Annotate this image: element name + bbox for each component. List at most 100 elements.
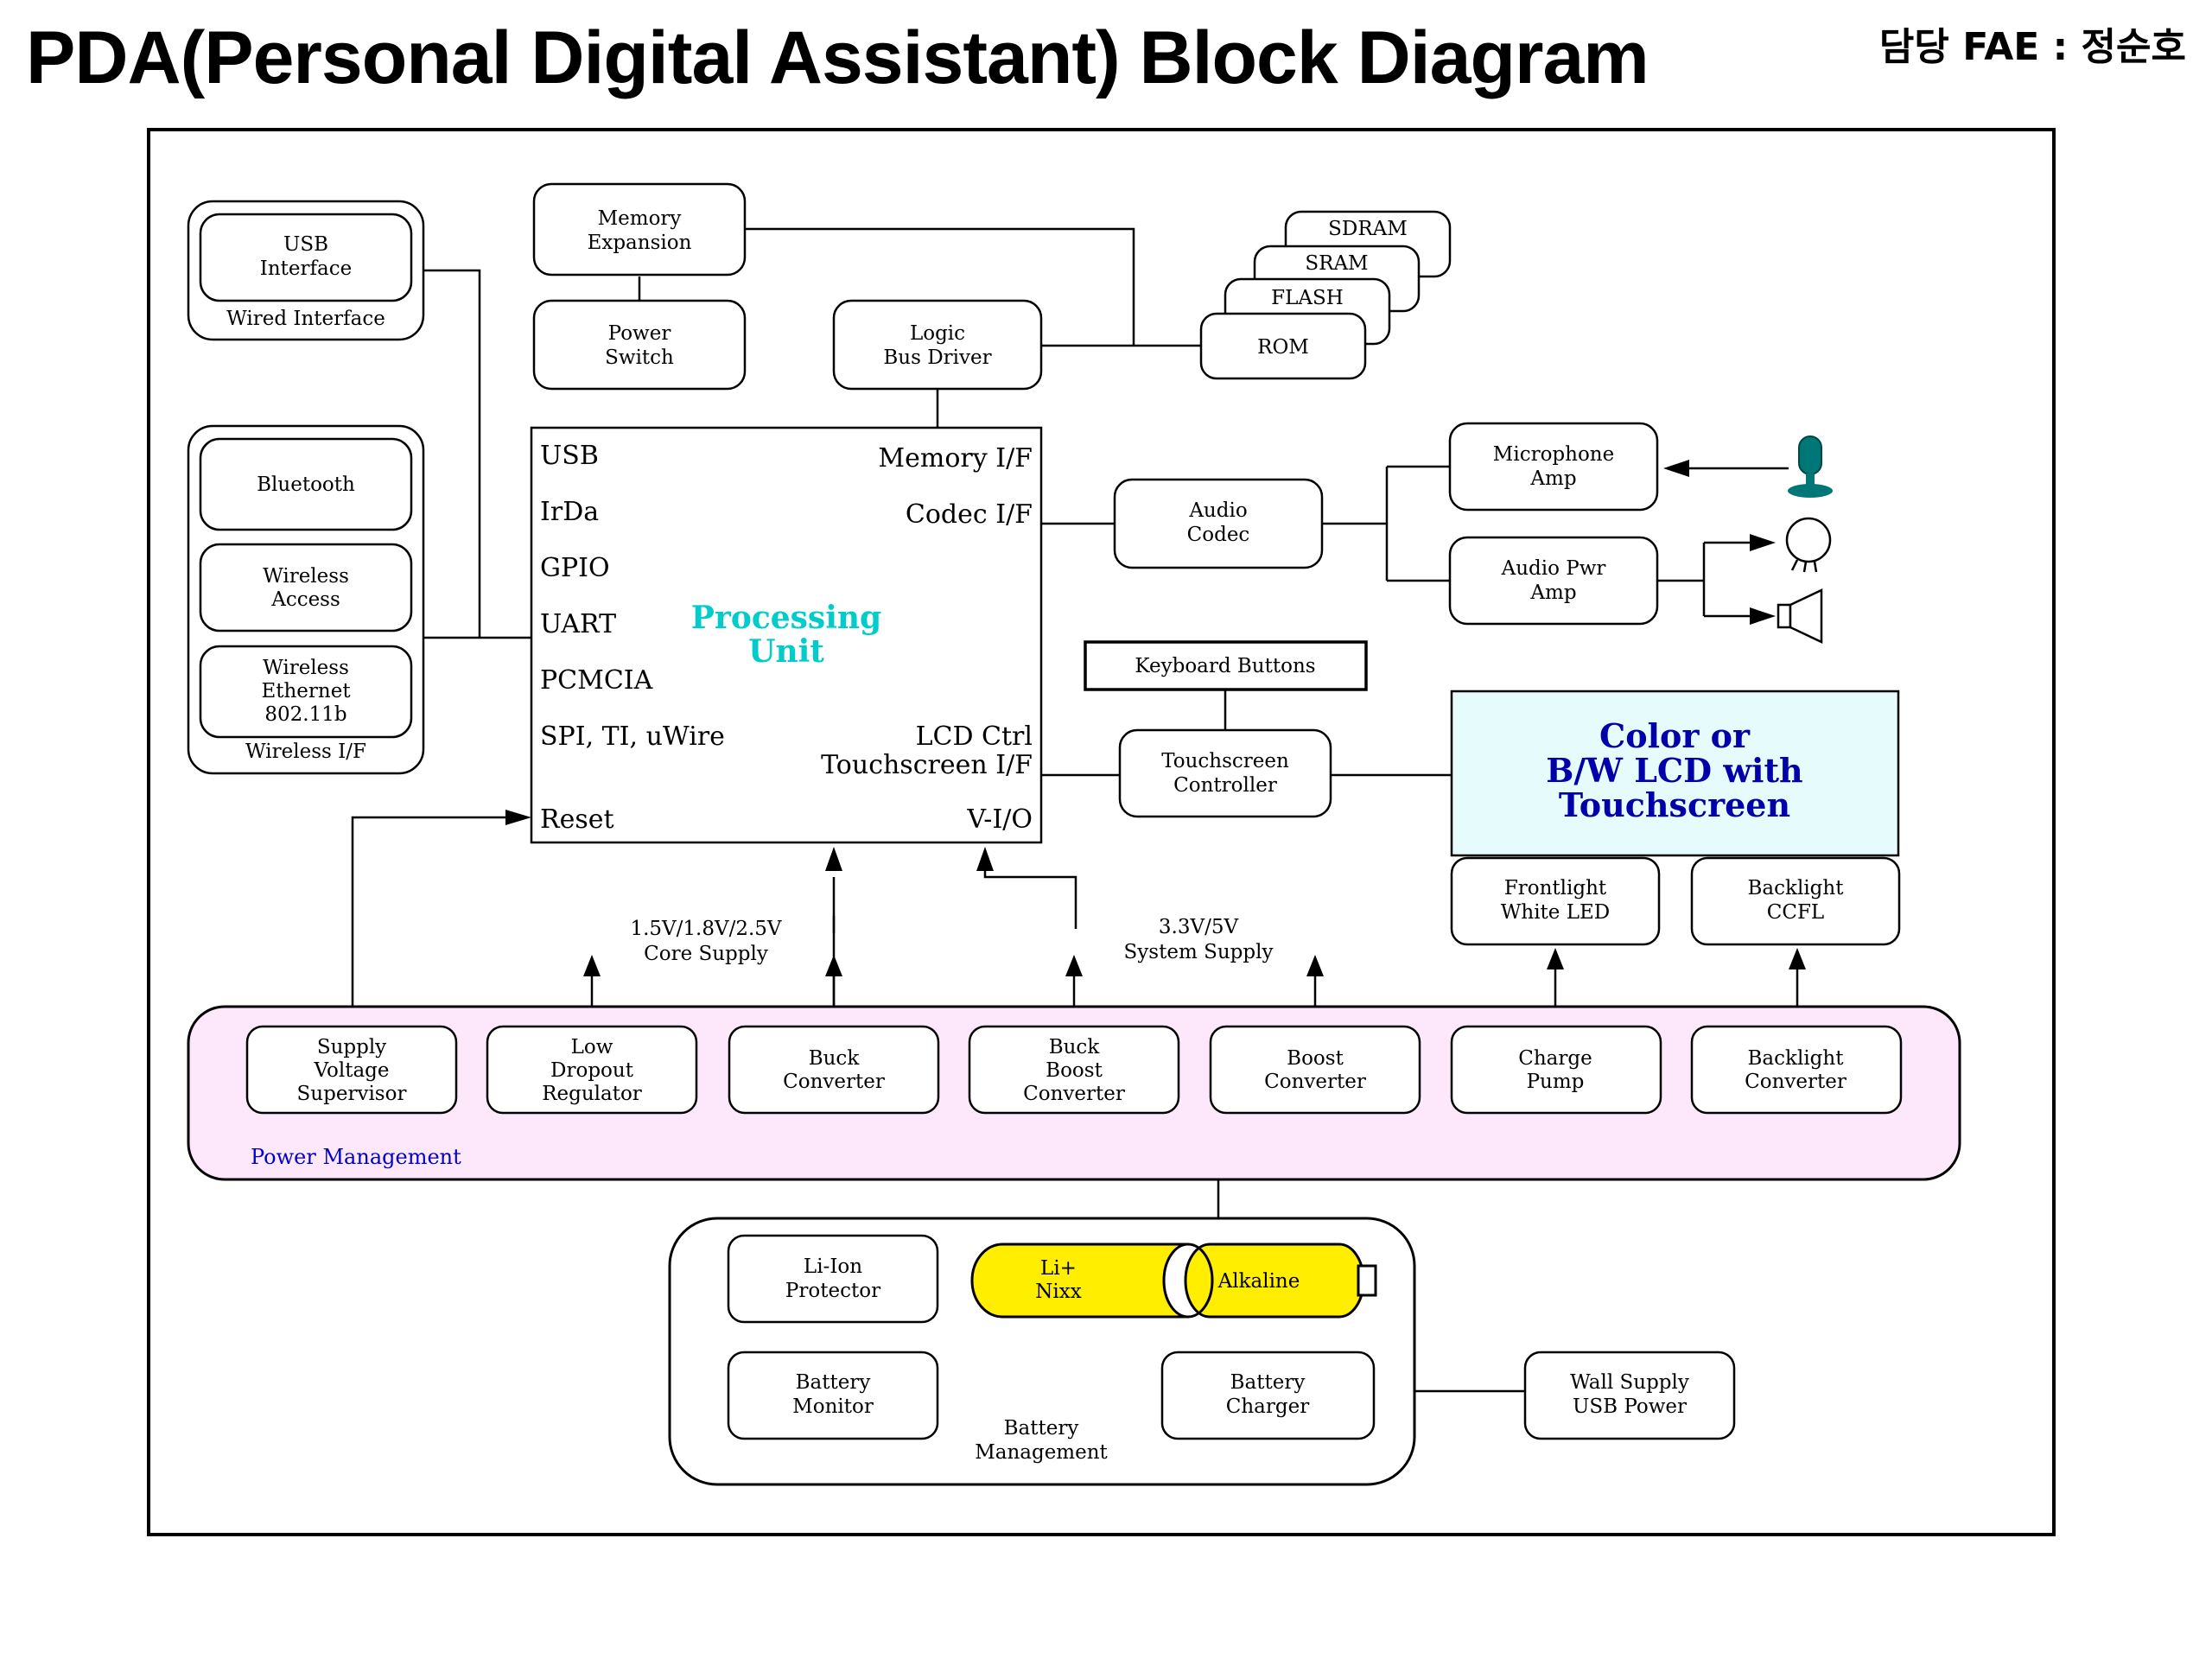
pm-block-6-line-2: Pump xyxy=(1527,1071,1585,1093)
memory-expansion-label-2: Expansion xyxy=(588,232,692,254)
backlight-converter-block xyxy=(1690,1025,1903,1115)
system-supply-label-1: 3.3V/5V xyxy=(1159,916,1239,938)
touchscreen-controller-block xyxy=(1118,728,1332,818)
wired-interface-group: USB Interface Wired Interface xyxy=(187,200,425,341)
frontlight-block xyxy=(1450,856,1661,946)
usb-interface-label-2: Interface xyxy=(260,257,352,280)
pin-pcmcia: PCMCIA xyxy=(540,665,653,696)
battery-cells-icon xyxy=(970,1243,1377,1319)
wireless-ethernet-label-1: Wireless xyxy=(263,657,349,679)
pin-gpio: GPIO xyxy=(540,553,610,583)
supply-voltage-supervisor-block xyxy=(245,1025,458,1115)
backlight-label-1: Backlight xyxy=(1748,877,1845,899)
processing-unit-label-1: Processing xyxy=(691,600,881,636)
li-cell-label-1: Li+ xyxy=(1040,1257,1077,1280)
wall-supply-label-1: Wall Supply xyxy=(1570,1371,1689,1394)
pm-block-5-line-2: Converter xyxy=(1264,1071,1366,1093)
rom-label: ROM xyxy=(1257,336,1309,359)
logic-bus-label-2: Bus Driver xyxy=(883,346,991,369)
battery-monitor-label-1: Battery xyxy=(796,1371,871,1394)
wireless-access-label-1: Wireless xyxy=(263,565,349,588)
memory-expansion-block xyxy=(532,182,747,276)
wired-group-label: Wired Interface xyxy=(226,308,385,330)
system-supply-label-2: System Supply xyxy=(1124,941,1274,963)
processing-unit-label-2: Unit xyxy=(748,633,824,670)
li-cell-label-2: Nixx xyxy=(1035,1281,1081,1303)
wireless-access-block xyxy=(199,543,413,632)
pin-spi: SPI, TI, uWire xyxy=(540,721,725,752)
pm-block-1-line-1: Supply xyxy=(317,1036,386,1058)
logic-bus-label-1: Logic xyxy=(910,322,965,345)
pin-touchscreen-if: Touchscreen I/F xyxy=(821,750,1033,780)
lcd-block xyxy=(1450,690,1900,857)
battery-management-label-1: Battery xyxy=(1004,1417,1079,1440)
pm-block-2-line-2: Dropout xyxy=(550,1059,634,1082)
mic-amp-label-1: Microphone xyxy=(1493,443,1614,466)
bluetooth-label: Bluetooth xyxy=(257,474,355,496)
usb-interface-label-1: USB xyxy=(283,233,328,256)
keyboard-buttons-block xyxy=(1084,640,1368,691)
liion-protector-block xyxy=(727,1234,939,1324)
battery-monitor-block xyxy=(727,1351,939,1440)
wireless-interface-group: Bluetooth Wireless Access Wireless Ether… xyxy=(187,424,425,775)
backlight-block xyxy=(1690,856,1901,946)
frontlight-label-1: Frontlight xyxy=(1504,877,1607,899)
pin-lcd-ctrl: LCD Ctrl xyxy=(916,721,1033,752)
battery-charger-label-1: Battery xyxy=(1230,1371,1306,1394)
pm-block-2-line-3: Regulator xyxy=(542,1083,642,1105)
wireless-ethernet-label-2: Ethernet xyxy=(261,680,351,702)
flash-label: FLASH xyxy=(1271,287,1344,309)
battery-charger-label-2: Charger xyxy=(1226,1395,1309,1418)
earpiece-icon xyxy=(1785,517,1832,573)
audio-pwr-amp-label-2: Amp xyxy=(1529,582,1576,604)
memory-expansion-label-1: Memory xyxy=(598,207,682,230)
touch-ctrl-label-1: Touchscreen xyxy=(1161,750,1289,772)
pm-block-5-line-1: Boost xyxy=(1287,1047,1344,1070)
power-switch-label-1: Power xyxy=(608,322,671,345)
microphone-icon xyxy=(1788,435,1833,498)
pin-reset: Reset xyxy=(540,804,614,835)
pin-irda: IrDa xyxy=(540,497,599,527)
fae-label: 담당 FAE : 정순호 xyxy=(1878,25,2186,69)
charge-pump-block xyxy=(1450,1025,1662,1115)
lcd-label-3: Touchscreen xyxy=(1559,785,1790,824)
keyboard-buttons-label: Keyboard Buttons xyxy=(1135,655,1315,677)
audio-codec-label-2: Codec xyxy=(1187,524,1250,546)
pin-memory-if: Memory I/F xyxy=(878,443,1033,474)
battery-monitor-label-2: Monitor xyxy=(792,1395,874,1418)
liion-protector-label-1: Li-Ion xyxy=(804,1255,862,1278)
power-switch-label-2: Switch xyxy=(605,346,674,369)
pm-block-7-line-2: Converter xyxy=(1745,1071,1847,1093)
power-management-blocks: Supply Voltage Supervisor Low Dropout Re… xyxy=(245,1025,1903,1115)
cpu-right-pins: Memory I/F Codec I/F LCD Ctrl Touchscree… xyxy=(821,443,1033,835)
wall-supply-block xyxy=(1523,1351,1736,1440)
audio-pwr-amp-label-1: Audio Pwr xyxy=(1501,557,1606,580)
pin-codec-if: Codec I/F xyxy=(906,499,1033,530)
pin-uart: UART xyxy=(540,609,616,639)
audio-codec-block xyxy=(1113,478,1324,569)
pm-block-3-line-2: Converter xyxy=(783,1071,885,1093)
lcd-label-2: B/W LCD with xyxy=(1546,751,1802,790)
logic-bus-driver-block xyxy=(832,299,1043,391)
mic-amp-label-2: Amp xyxy=(1529,467,1576,490)
core-supply-label-1: 1.5V/1.8V/2.5V xyxy=(630,918,781,940)
pm-block-3-line-1: Buck xyxy=(809,1047,861,1070)
liion-protector-label-2: Protector xyxy=(785,1280,880,1302)
frontlight-label-2: White LED xyxy=(1501,901,1610,924)
pm-block-6-line-1: Charge xyxy=(1518,1047,1592,1070)
lcd-label-1: Color or xyxy=(1599,716,1751,755)
buck-boost-converter-block xyxy=(968,1025,1180,1115)
pm-block-2-line-1: Low xyxy=(571,1036,613,1058)
sram-label: SRAM xyxy=(1305,252,1368,275)
memory-stack: SDRAM SRAM FLASH ROM xyxy=(1199,210,1452,380)
backlight-label-2: CCFL xyxy=(1767,901,1824,924)
wireless-ethernet-block xyxy=(199,645,413,739)
rom-block xyxy=(1199,312,1367,380)
pin-usb: USB xyxy=(540,441,599,471)
pm-block-4-line-1: Buck xyxy=(1049,1036,1101,1058)
ldo-regulator-block xyxy=(486,1025,698,1115)
wireless-group-label: Wireless I/F xyxy=(245,741,366,763)
bluetooth-block xyxy=(199,437,413,531)
power-switch-block xyxy=(532,299,747,391)
